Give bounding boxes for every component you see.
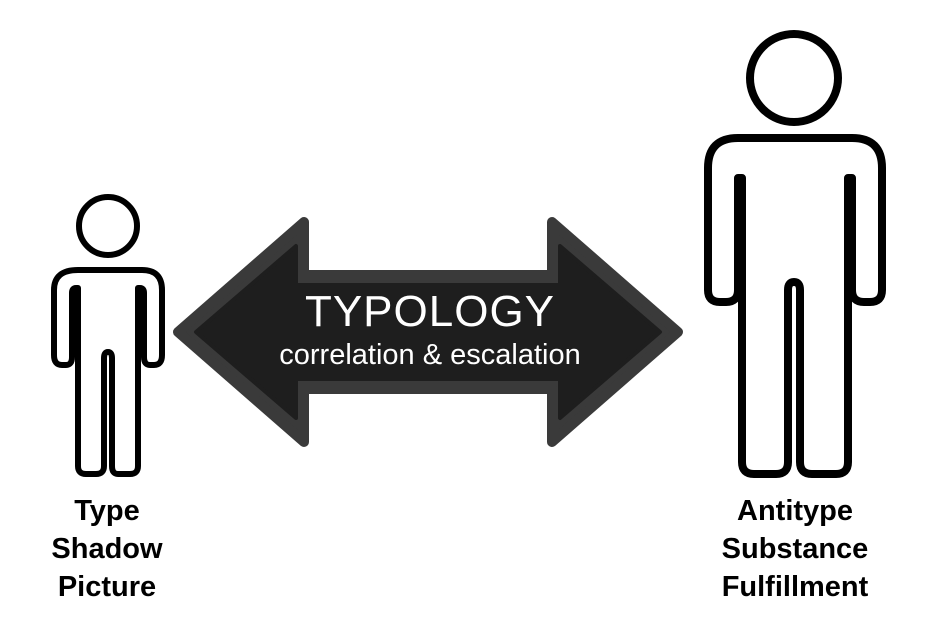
type-label: Type — [74, 495, 140, 527]
fulfillment-label: Fulfillment — [721, 571, 869, 603]
right-person-icon — [704, 30, 886, 478]
left-person-icon — [51, 194, 165, 477]
arrow-subtitle: correlation & escalation — [279, 339, 581, 371]
picture-label: Picture — [57, 571, 157, 603]
substance-label: Substance — [721, 533, 869, 565]
antitype-label-stack: Antitype Substance Fulfillment — [692, 492, 898, 606]
shadow-label: Shadow — [51, 533, 163, 565]
type-label-stack: Type Shadow Picture — [12, 492, 202, 606]
double-arrow-icon — [173, 217, 683, 447]
antitype-label: Antitype — [737, 495, 853, 527]
arrow-title: TYPOLOGY — [304, 287, 556, 336]
